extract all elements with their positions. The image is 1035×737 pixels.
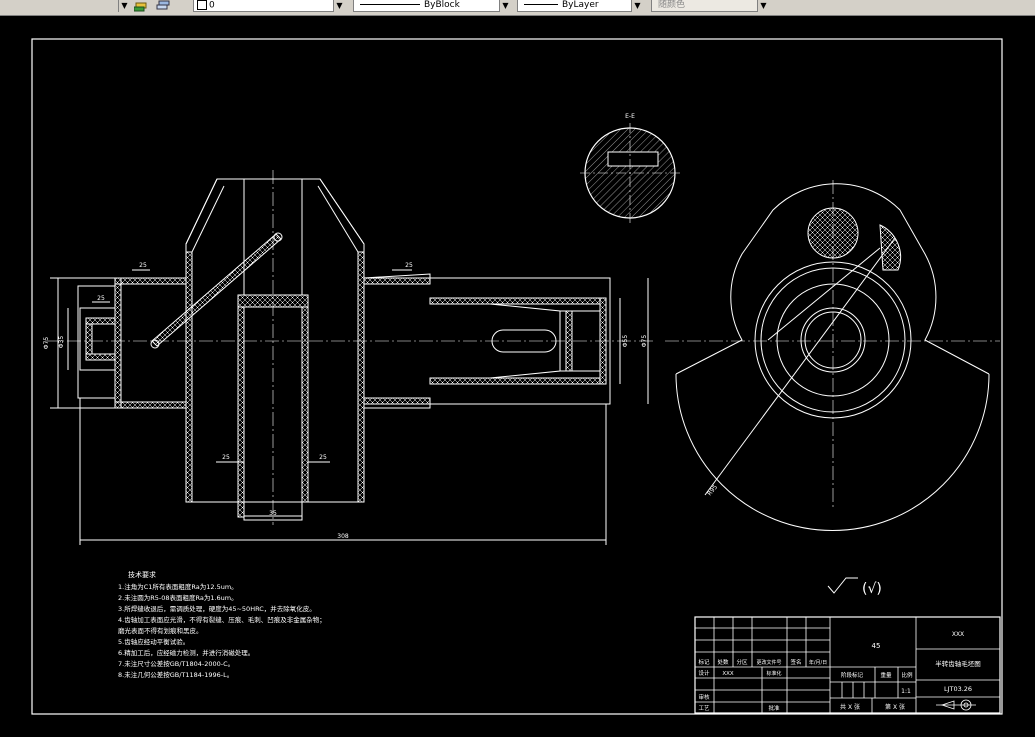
tb-drawing-name: 半转齿轴毛坯图 (935, 659, 981, 668)
tech-req-line-1: 1.注角为C1所有表面粗度Ra为12.5um。 (118, 582, 238, 591)
dim-r95: R95 (706, 484, 719, 498)
linetype-dropdown-arrow-icon[interactable]: ▼ (499, 0, 511, 12)
lineweight-value: ByLayer (562, 0, 599, 10)
tb-label-approve: 批准 (768, 704, 780, 712)
color-dropdown[interactable]: 随颜色 (651, 0, 769, 12)
lineweight-dropdown-arrow-icon[interactable]: ▼ (631, 0, 643, 12)
linetype-preview (360, 4, 420, 5)
dim-308: 308 (337, 533, 349, 540)
linetype-dropdown[interactable]: ByBlock (353, 0, 511, 12)
layer-dropdown-arrow-icon[interactable]: ▼ (333, 0, 345, 12)
tech-req-line-4: 4.齿轴加工表面应光滑，不得有裂缝、压痕、毛刺、凹痕及非金属杂物； (118, 615, 326, 624)
tech-req-line-5: 磨光表面不得有划痕和黑皮。 (118, 626, 203, 635)
dim-25-b: 25 (405, 262, 413, 269)
lineweight-dropdown[interactable]: ByLayer (517, 0, 643, 12)
dim-25-e: 25 (319, 454, 327, 461)
linetype-value: ByBlock (424, 0, 460, 10)
tech-req-line-9: 8.未注几何公差按GB/T1184-1996-L。 (118, 670, 233, 679)
layer-stack-icon[interactable] (156, 0, 172, 12)
drawing-frame (31, 38, 1003, 715)
tb-label-ratio: 比例 (901, 671, 913, 679)
tech-req-line-8: 7.未注尺寸公差按GB/T1804-2000-C。 (118, 659, 234, 668)
tb-label-zone: 分区 (736, 658, 748, 666)
tb-company: XXX (952, 631, 964, 638)
roughness-symbol-icon (827, 577, 858, 594)
dim-phi-left-inner: Φ35 (58, 336, 65, 349)
section-label: E-E (625, 113, 635, 120)
tb-label-change-doc: 更改文件号 (756, 659, 781, 666)
tb-label-sign: 签名 (790, 658, 801, 666)
title-block (694, 616, 1001, 714)
tb-designer: XXX (722, 671, 734, 677)
technical-requirements: 技术要求 1.注角为C1所有表面粗度Ra为12.5um。 2.未注圆为R5-08… (118, 570, 326, 679)
layer-state-icon[interactable] (134, 0, 148, 12)
tb-total: 共 X 张 (840, 703, 860, 711)
tb-label-standardize: 标准化 (766, 670, 781, 677)
dim-35: 35 (269, 510, 277, 517)
dim-25-a: 25 (139, 262, 147, 269)
front-view (50, 178, 649, 545)
drawing-canvas[interactable]: 25 25 25 25 25 35 308 Φ75 Φ35 Φ55 Φ75 E-… (0, 16, 1035, 737)
dim-phi-right-inner: Φ55 (622, 335, 629, 348)
dim-phi-left-outer: Φ75 (43, 337, 50, 350)
dim-25-d: 25 (222, 454, 230, 461)
dim-25-c: 25 (97, 295, 105, 302)
section-e-e: E-E (580, 113, 682, 224)
tech-req-line-2: 2.未注圆为R5-08表面粗度Ra为1.6um。 (118, 593, 238, 602)
layer-name: 0 (209, 0, 215, 11)
dropdown-arrow-icon[interactable]: ▼ (118, 0, 130, 12)
tb-drawing-no: LJT03.26 (944, 685, 972, 693)
tb-scale: 1:1 (901, 688, 911, 695)
tb-label-process: 工艺 (698, 705, 710, 712)
color-dropdown-arrow-icon[interactable]: ▼ (757, 0, 769, 12)
tb-label-date: 年/月/日 (809, 659, 827, 666)
color-value: 随颜色 (658, 0, 686, 10)
tb-label-count: 处数 (717, 658, 729, 666)
projection-symbol-icon (936, 699, 976, 711)
layer-dropdown[interactable]: 0 (193, 0, 345, 12)
tb-sheet: 第 X 张 (885, 703, 905, 711)
tech-req-line-7: 6.精加工后，应经磁力检测，并进行消磁处理。 (118, 648, 254, 657)
tb-label-design: 设计 (698, 669, 710, 677)
side-view (675, 183, 990, 531)
lineweight-preview (524, 4, 558, 5)
tech-req-line-3: 3.所焊缝收退后，需调质处理，硬度为45~50HRC，并去除氧化皮。 (118, 604, 316, 613)
tb-label-mark: 标记 (698, 658, 710, 666)
drawing-svg[interactable]: 25 25 25 25 25 35 308 Φ75 Φ35 Φ55 Φ75 E-… (0, 16, 1035, 737)
tb-label-review: 审核 (698, 693, 710, 701)
tb-label-stage-mark: 阶段标记 (841, 671, 864, 679)
cad-toolbar: ▼ 0 ▼ ByBlock ▼ ByLayer ▼ 随颜色 ▼ (0, 0, 1035, 16)
tb-material: 45 (872, 642, 881, 650)
layer-color-icon (197, 0, 207, 10)
roughness-symbol-text: (√) (862, 581, 882, 597)
dim-phi-right-outer: Φ75 (641, 335, 648, 348)
tech-req-line-6: 5.齿轴应经动平衡试验。 (118, 637, 189, 646)
tb-label-weight: 重量 (880, 671, 892, 679)
tech-req-title: 技术要求 (128, 570, 156, 579)
